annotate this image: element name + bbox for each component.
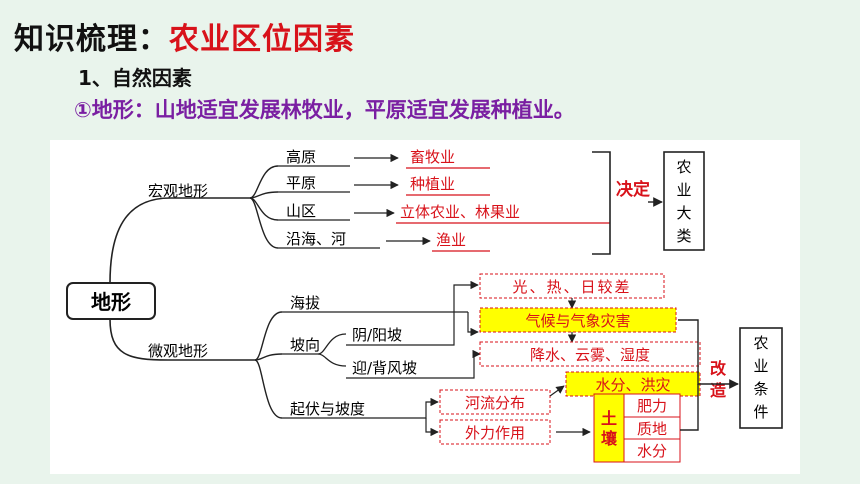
soil-texture: 质地 [637,420,667,438]
title-prefix: 知识梳理： [14,22,169,57]
title-topic: 农业区位因素 [169,22,355,57]
macro-branch-1 [249,165,279,199]
section-subtitle: 1、自然因素 [78,66,192,90]
agri-categories-box [663,151,705,251]
macro-branch-3 [249,197,279,221]
external-force-box [439,419,551,445]
svg-text:大: 大 [676,204,691,222]
decide-label-1: 决定 [616,179,650,200]
root-node-label: 地形 [91,290,131,314]
water-flood-label: 水分、洪灾 [595,376,670,394]
river-label: 河流分布 [465,394,525,412]
improve-char-1: 改 [710,359,727,378]
page-title: 知识梳理：农业区位因素 [14,14,355,58]
svg-text:农: 农 [676,158,691,176]
soil-water: 水分 [637,442,667,460]
result-stereo-agriculture: 立体农业、林果业 [400,203,520,221]
svg-text:业: 业 [676,181,691,199]
svg-text:壤: 壤 [601,429,618,448]
climate-label: 气候与气象灾害 [525,312,630,330]
svg-text:件: 件 [753,403,768,421]
result-crop-farming: 种植业 [410,175,455,193]
terrain-plateau: 高原 [286,148,316,166]
relief-slope-label: 起伏与坡度 [290,400,365,418]
result-animal-husbandry: 畜牧业 [410,148,455,166]
terrain-mountain: 山区 [286,202,316,220]
agri-conditions-box [739,327,783,429]
windward-leeward-label: 迎/背风坡 [352,359,417,377]
svg-text:农: 农 [753,334,768,352]
sunny-shady-slope-label: 阴/阳坡 [352,326,402,344]
macro-terrain-label: 宏观地形 [148,182,208,200]
soil-fertility: 肥力 [637,397,667,415]
root-node-box [66,282,156,320]
light-heat-box [479,273,665,299]
soil-box [593,393,625,463]
macro-bracket [592,151,611,255]
river-box [439,389,551,415]
terrain-summary: ①地形：山地适宜发展林牧业，平原适宜发展种植业。 [74,98,575,122]
altitude-label: 海拔 [290,294,320,312]
precip-label: 降水、云雾、湿度 [530,346,650,364]
micro-terrain-label: 微观地形 [148,342,208,360]
result-fishery: 渔业 [436,231,466,249]
root-to-micro-branch [109,318,255,361]
aspect-label: 坡向 [290,336,320,354]
svg-text:土: 土 [601,409,617,428]
terrain-plain: 平原 [286,174,316,192]
svg-text:类: 类 [676,227,691,245]
terrain-diagram-panel: 地形 宏观地形 高原 平原 山区 沿海、河 畜牧业 种植业 立体农业、林果业 渔… [50,140,800,474]
precip-box [479,341,701,367]
terrain-coast-river: 沿海、河 [286,230,346,248]
svg-text:条: 条 [753,380,768,398]
root-to-macro-branch [109,197,250,284]
light-heat-label: 光、热、日较差 [512,278,631,296]
svg-text:业: 业 [753,357,768,375]
improve-char-2: 造 [710,381,727,400]
terrain-diagram: 地形 宏观地形 高原 平原 山区 沿海、河 畜牧业 种植业 立体农业、林果业 渔… [66,148,783,463]
macro-branch-4 [249,197,279,249]
climate-box [479,307,677,333]
external-force-label: 外力作用 [465,424,525,442]
